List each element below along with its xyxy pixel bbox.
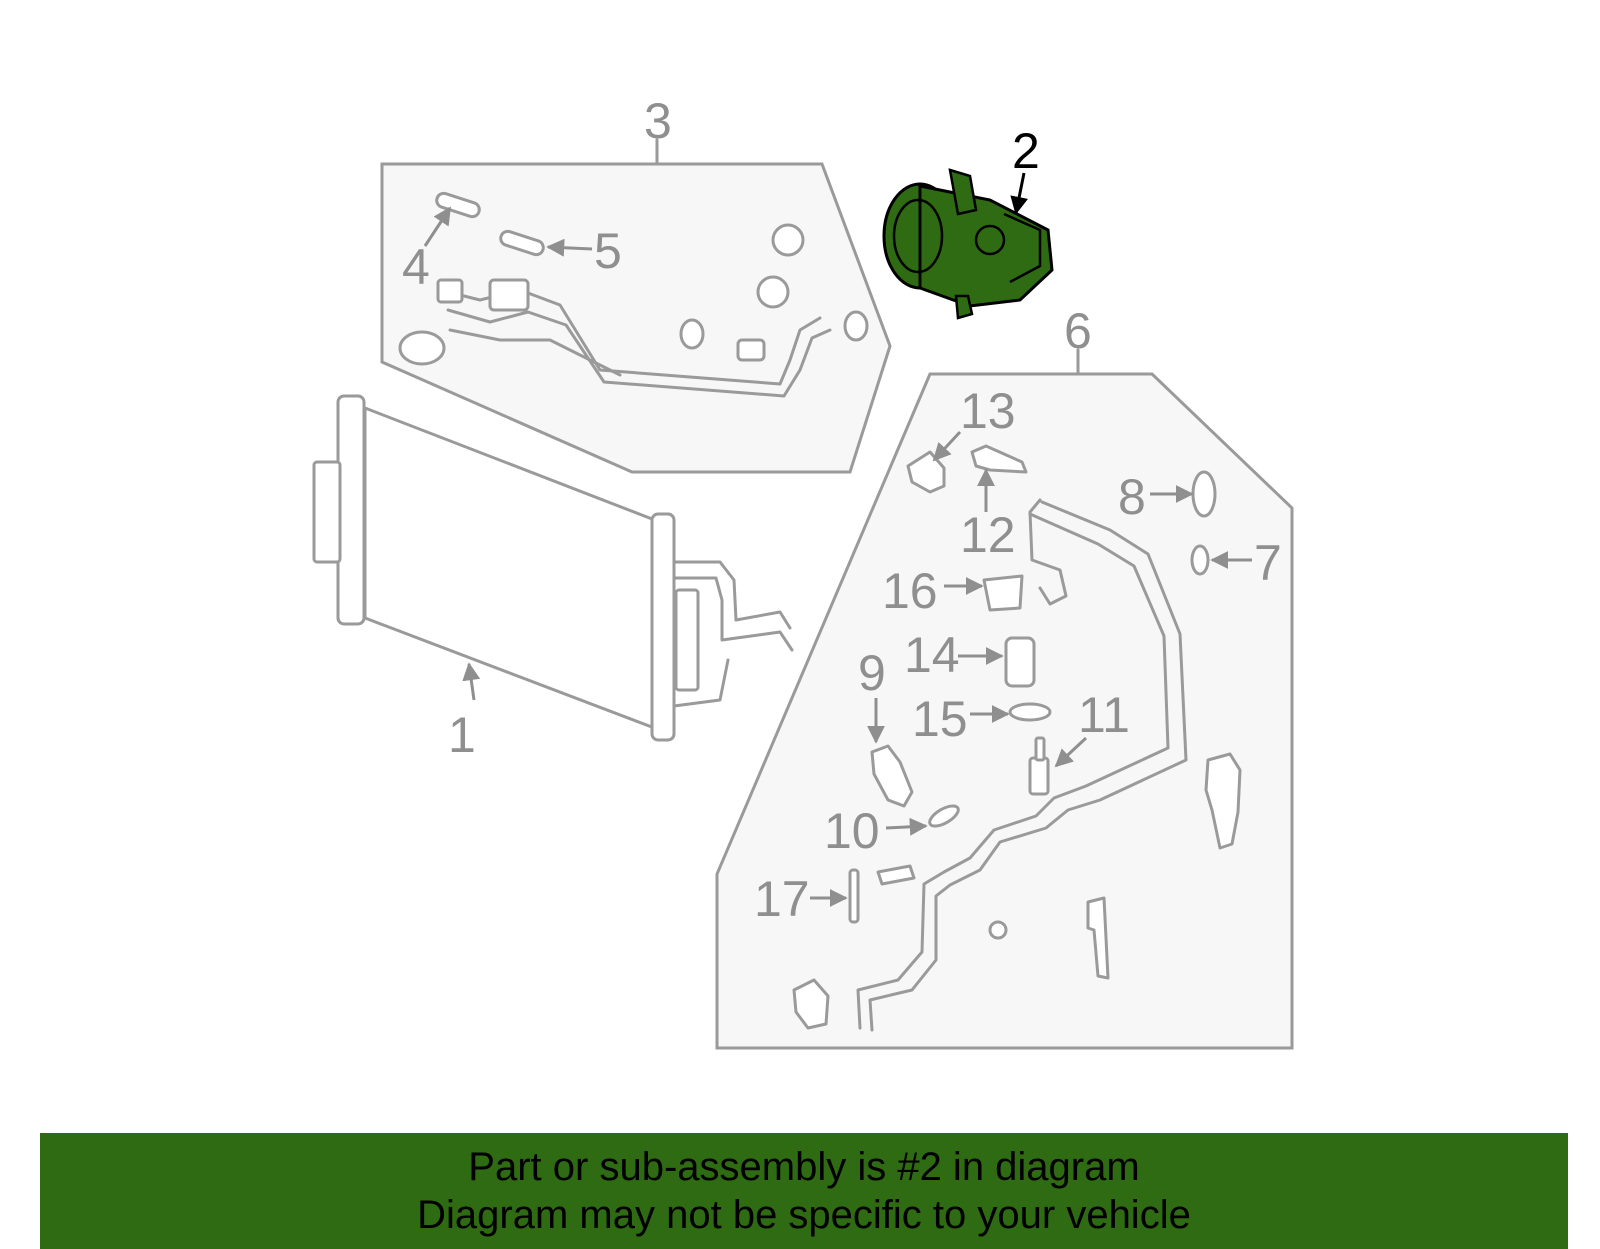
- banner-part-line: Part or sub-assembly is #2 in diagram: [468, 1145, 1140, 1189]
- callout-12: 12: [960, 507, 1016, 563]
- banner-disclaimer-line: Diagram may not be specific to your vehi…: [417, 1193, 1191, 1237]
- callout-5: 5: [594, 223, 622, 279]
- callout-13: 13: [960, 383, 1016, 439]
- callout-1: 1: [448, 707, 476, 763]
- callout-labels: 1 2 3 4 5 6 7 8 9 10 11 12 13 14 15 16 1…: [402, 93, 1282, 927]
- callout-11: 11: [1078, 687, 1130, 743]
- callout-6: 6: [1064, 303, 1092, 359]
- callout-14: 14: [904, 627, 960, 683]
- callout-15: 15: [912, 691, 968, 747]
- callout-4: 4: [402, 239, 430, 295]
- callout-17: 17: [754, 871, 810, 927]
- callout-9: 9: [858, 645, 886, 701]
- compressor-part-2[interactable]: [882, 168, 1054, 320]
- callout-3: 3: [644, 93, 672, 149]
- info-banner: Part or sub-assembly is #2 in diagram Di…: [40, 1133, 1568, 1249]
- hose-assembly-panel: [380, 138, 892, 474]
- callout-16: 16: [882, 563, 938, 619]
- callout-2: 2: [1012, 123, 1040, 179]
- callout-10: 10: [824, 803, 880, 859]
- callout-8: 8: [1118, 469, 1146, 525]
- condenser: [312, 394, 794, 742]
- callout-leaders: [423, 206, 1252, 907]
- callout-7: 7: [1254, 535, 1282, 591]
